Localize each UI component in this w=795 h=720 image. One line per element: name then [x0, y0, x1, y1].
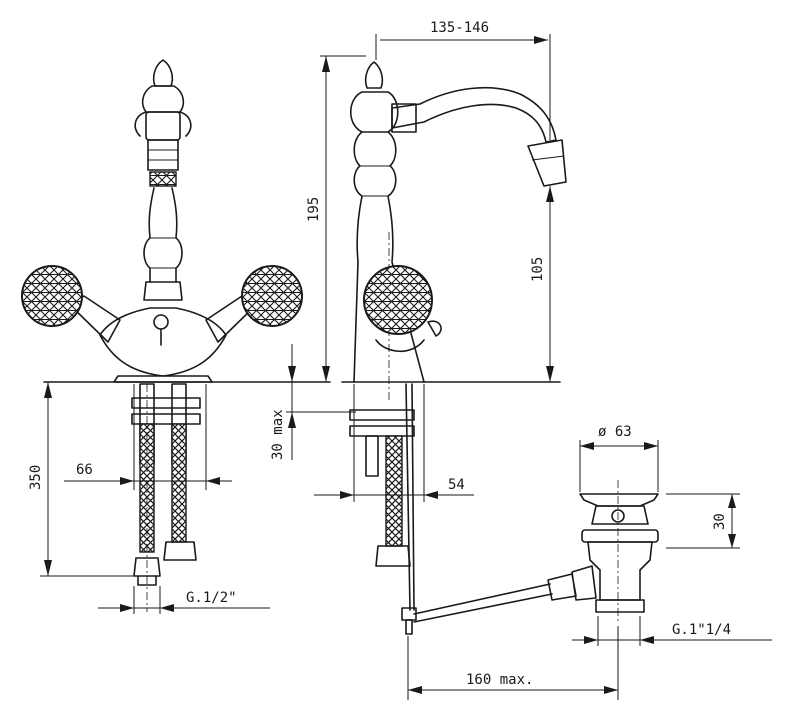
drain-rod — [413, 583, 551, 615]
dim-350-label: 350 — [28, 465, 44, 490]
dim-g12-arrow-left — [120, 604, 134, 612]
front-body — [99, 307, 227, 377]
front-top-bracket — [134, 111, 192, 137]
dim-g114-arrow-right — [640, 636, 654, 644]
dim-30-label: 30 — [712, 513, 728, 530]
side-nut-2 — [349, 425, 415, 437]
front-column — [143, 187, 183, 283]
drain-body — [591, 505, 649, 525]
dim-g114-label: G.1"1/4 — [672, 622, 731, 638]
side-column — [353, 131, 425, 383]
dim-d63-arrow-right — [644, 442, 658, 450]
dim-30max-arrow-top — [288, 366, 296, 382]
drain-nut — [595, 599, 645, 613]
front-nut-top-2 — [131, 413, 201, 425]
dim-160-arrow-right — [604, 686, 618, 694]
dim-30max-arrow-bottom — [288, 412, 296, 428]
drain-tailpiece — [587, 541, 653, 601]
dim-54-label: 54 — [448, 477, 465, 493]
dim-66-arrow-left — [120, 477, 134, 485]
dim-reach-arrow — [534, 36, 548, 44]
side-popup-rod — [405, 383, 411, 611]
dim-66-arrow-right — [206, 477, 220, 485]
dim-d63-label: ø 63 — [598, 424, 632, 440]
side-top-dome — [349, 91, 399, 133]
front-top-dome — [141, 85, 185, 113]
front-hose-right — [171, 423, 187, 543]
front-aerator-ring — [147, 139, 179, 171]
front-popup-knob — [153, 314, 169, 330]
side-knob — [363, 265, 433, 335]
dim-66-label: 66 — [76, 462, 93, 478]
front-finial — [152, 59, 174, 87]
dim-195-arrow-bottom — [322, 366, 330, 382]
side-spout — [391, 86, 557, 143]
front-left-knob — [21, 265, 83, 327]
side-view — [341, 61, 567, 635]
front-aerator — [149, 171, 177, 187]
front-nut-top — [131, 397, 201, 409]
dim-30max-label: 30 max — [270, 409, 286, 460]
dim-g12-label: G.1/2" — [186, 590, 237, 606]
front-base-plate — [113, 375, 213, 383]
side-aerator — [527, 139, 567, 187]
dim-160-arrow-left — [408, 686, 422, 694]
dim-195-label: 195 — [306, 197, 322, 222]
side-rod-tip — [405, 619, 413, 635]
dim-105-arrow-bottom — [546, 366, 554, 382]
dim-d63-arrow-left — [580, 442, 594, 450]
drain-stopper — [611, 509, 625, 523]
drain-cap — [579, 493, 659, 507]
side-popup-rod-2 — [411, 383, 415, 611]
dimensions: 135-146 195 105 350 66 30 max — [28, 20, 772, 700]
front-hose-right-end — [163, 541, 197, 561]
dim-105-label: 105 — [530, 257, 546, 282]
dim-54-arrow-left — [340, 491, 354, 499]
drain-rod-2 — [413, 593, 553, 623]
front-top-collar — [145, 111, 181, 141]
side-stud — [365, 435, 379, 477]
side-spout-collar — [391, 103, 417, 133]
dim-g114-arrow-left — [584, 636, 598, 644]
dim-54-arrow-right — [424, 491, 438, 499]
front-view — [21, 59, 331, 612]
side-hose — [385, 435, 403, 547]
dim-105-arrow-top — [546, 186, 554, 202]
dim-g12-arrow-right — [160, 604, 174, 612]
side-finial — [364, 61, 384, 89]
dim-350-arrow-bottom — [44, 560, 52, 576]
dim-reach-label: 135-146 — [430, 20, 489, 36]
dim-350-arrow-top — [44, 382, 52, 398]
front-right-knob — [241, 265, 303, 327]
dim-195-arrow-top — [322, 56, 330, 72]
drain-flange — [581, 529, 659, 543]
side-aerator-ring — [531, 155, 565, 161]
side-nut — [349, 409, 415, 421]
front-column-base — [143, 281, 183, 301]
dim-30-arrow-top — [728, 494, 736, 508]
side-popup — [375, 320, 442, 353]
drain-connector — [547, 565, 597, 601]
popup-drain — [413, 480, 659, 624]
front-hose-left-end — [133, 557, 161, 586]
dim-160-label: 160 max. — [466, 672, 533, 688]
side-hose-end — [375, 545, 411, 567]
dim-30-arrow-bottom — [728, 534, 736, 548]
